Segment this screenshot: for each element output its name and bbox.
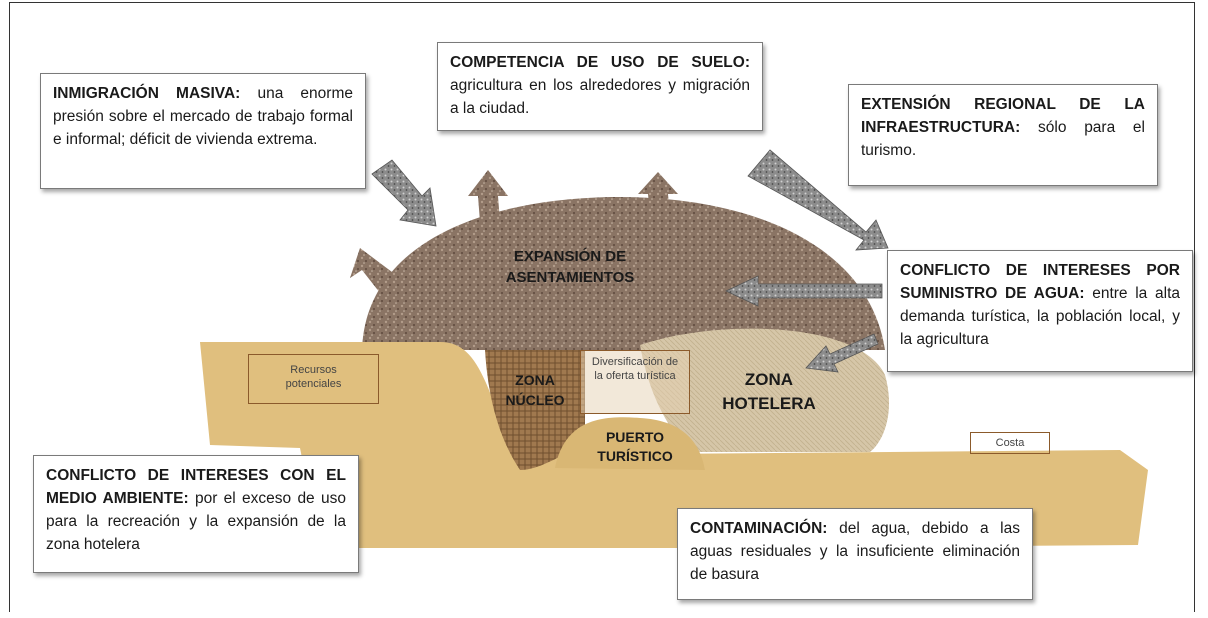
box-inmigracion: INMIGRACIÓN MASIVA: una enorme presión s… — [40, 73, 366, 189]
competencia-text: agricultura en los alrededores y migraci… — [450, 77, 750, 117]
extension-text: sólo para el turismo. — [861, 119, 1145, 159]
figure-frame — [9, 2, 1195, 612]
core-zone-shape — [485, 350, 585, 470]
port-shape — [555, 417, 705, 470]
box-agua: CONFLICTO DE INTERESES POR SUMINISTRO DE… — [887, 250, 1193, 372]
expansion-arrow-up-2 — [638, 172, 678, 216]
box-competencia: COMPETENCIA DE USO DE SUELO: agricultura… — [437, 42, 763, 131]
contaminacion-title: CONTAMINACIÓN: — [690, 520, 828, 537]
extension-title: EXTENSIÓN REGIONAL DE LA INFRAESTRUCTURA… — [861, 96, 1145, 136]
contaminacion-text: del agua, debido a las aguas residuales … — [690, 520, 1020, 583]
agua-text: entre la alta demanda turística, la pobl… — [900, 285, 1180, 348]
expansion-arrow-left — [350, 248, 392, 298]
box-extension: EXTENSIÓN REGIONAL DE LA INFRAESTRUCTURA… — [848, 84, 1158, 186]
settlement-dome — [362, 196, 885, 350]
arrow-infraestructura — [747, 149, 889, 251]
agua-title: CONFLICTO DE INTERESES POR SUMINISTRO DE… — [900, 262, 1180, 302]
label-recursos: Recursos potenciales — [248, 354, 379, 404]
medio-title: CONFLICTO DE INTERESES CON EL MEDIO AMBI… — [46, 467, 346, 507]
label-puerto: PUERTO TURÍSTICO — [597, 429, 673, 464]
label-zona-hotelera: ZONA HOTELERA — [722, 370, 816, 413]
label-costa: Costa — [970, 432, 1050, 454]
box-medio-ambiente: CONFLICTO DE INTERESES CON EL MEDIO AMBI… — [33, 455, 359, 573]
label-zona-nucleo: ZONA NÚCLEO — [505, 372, 565, 408]
expansion-arrow-up-1 — [468, 170, 508, 222]
competencia-title: COMPETENCIA DE USO DE SUELO: — [450, 54, 750, 71]
label-expansion: EXPANSIÓN DE ASENTAMIENTOS — [505, 248, 635, 286]
arrow-agua-2 — [805, 333, 879, 373]
inmigracion-text: una enorme presión sobre el mercado de t… — [53, 85, 353, 148]
label-diversificacion: Diversificación de la oferta turística — [580, 350, 690, 414]
arrow-agua-1 — [725, 275, 883, 307]
inmigracion-title: INMIGRACIÓN MASIVA: — [53, 85, 241, 102]
coast-land — [200, 342, 1148, 548]
arrow-inmigracion — [371, 159, 437, 227]
box-contaminacion: CONTAMINACIÓN: del agua, debido a las ag… — [677, 508, 1033, 600]
medio-text: por el exceso de uso para la recreación … — [46, 490, 346, 553]
